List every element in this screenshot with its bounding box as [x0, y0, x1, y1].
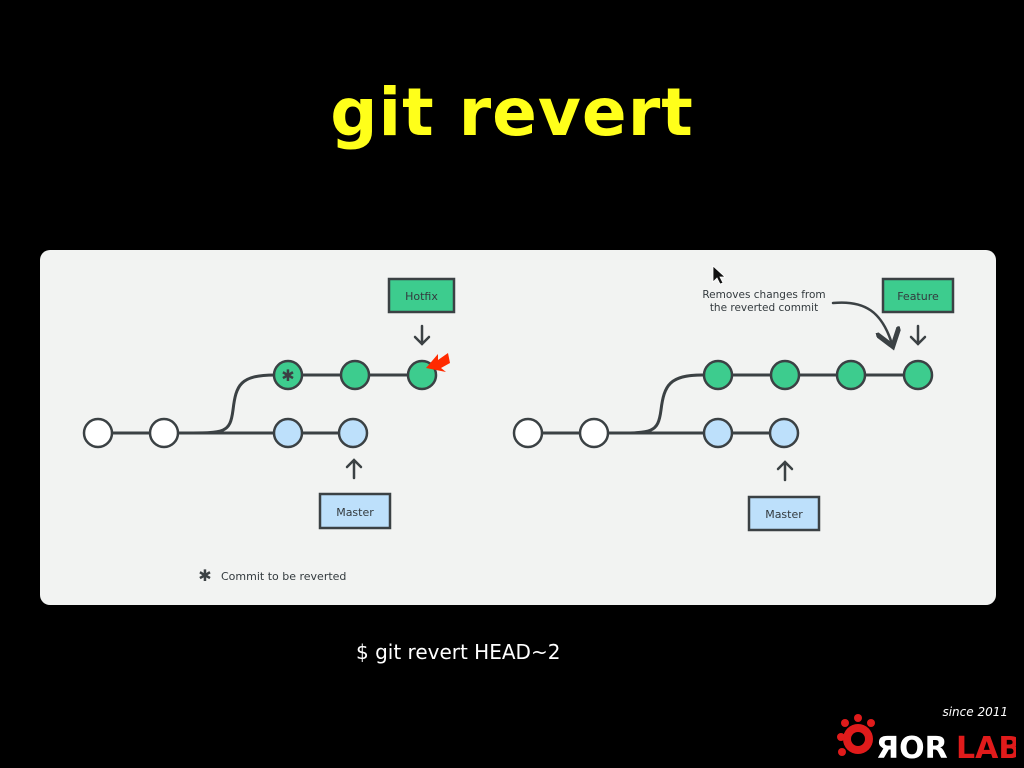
left-diagram: ✱ Hotfix Master ✱ Commit to be reverted — [82, 277, 456, 585]
right-commit-feature-3 — [835, 359, 867, 391]
left-master-arrow-icon — [345, 458, 363, 480]
right-commit-base-1 — [512, 417, 544, 449]
left-commit-reverted — [272, 359, 304, 391]
legend-marker-icon: ✱ — [198, 566, 211, 585]
left-commit-hotfix-2 — [339, 359, 371, 391]
logo-tagline: since 2011 — [942, 705, 1008, 719]
right-master-label: Master — [765, 508, 803, 521]
left-commit-base-1 — [82, 417, 114, 449]
logo-name-part1: ЯOR — [876, 731, 948, 764]
annotation-line-2: the reverted commit — [710, 302, 818, 314]
right-master-arrow-icon — [776, 460, 794, 482]
legend-text: Commit to be reverted — [221, 570, 346, 583]
right-master-label-box — [747, 495, 821, 532]
left-master-label: Master — [336, 506, 374, 519]
feature-label-box — [881, 277, 955, 314]
left-commit-base-2 — [148, 417, 180, 449]
right-commit-master-2 — [768, 417, 800, 449]
left-hotfix-line — [184, 373, 422, 435]
revert-diagram: ✱ Hotfix Master ✱ Commit to be reverted — [82, 265, 955, 585]
annotation-arrow-icon — [831, 301, 892, 344]
left-commit-master-2 — [337, 417, 369, 449]
mouse-cursor-icon — [712, 265, 727, 285]
right-commit-base-2 — [578, 417, 610, 449]
hotfix-label: Hotfix — [405, 290, 438, 303]
right-feature-line — [613, 373, 918, 435]
left-master-label-box — [318, 492, 392, 530]
rorlab-logo: since 2011 ЯOR LAB — [837, 705, 1016, 764]
hotfix-arrow-icon — [413, 324, 431, 346]
right-commit-master-1 — [702, 417, 734, 449]
left-commit-master-1 — [272, 417, 304, 449]
hotfix-label-box — [387, 277, 456, 314]
slide-title: git revert — [330, 74, 694, 151]
reverted-marker-icon: ✱ — [281, 366, 294, 385]
command-text: $ git revert HEAD~2 — [356, 640, 561, 664]
right-commit-revert — [902, 359, 934, 391]
red-pointer-icon — [426, 353, 450, 372]
logo-name-part2: LAB — [956, 731, 1016, 764]
right-commit-feature-2 — [769, 359, 801, 391]
gear-logo-icon — [837, 714, 875, 756]
feature-label: Feature — [897, 290, 939, 303]
feature-arrow-icon — [909, 324, 927, 346]
annotation-line-1: Removes changes from — [702, 289, 825, 301]
right-commit-feature-1 — [702, 359, 734, 391]
right-diagram: Feature Removes changes from the reverte… — [512, 265, 955, 532]
